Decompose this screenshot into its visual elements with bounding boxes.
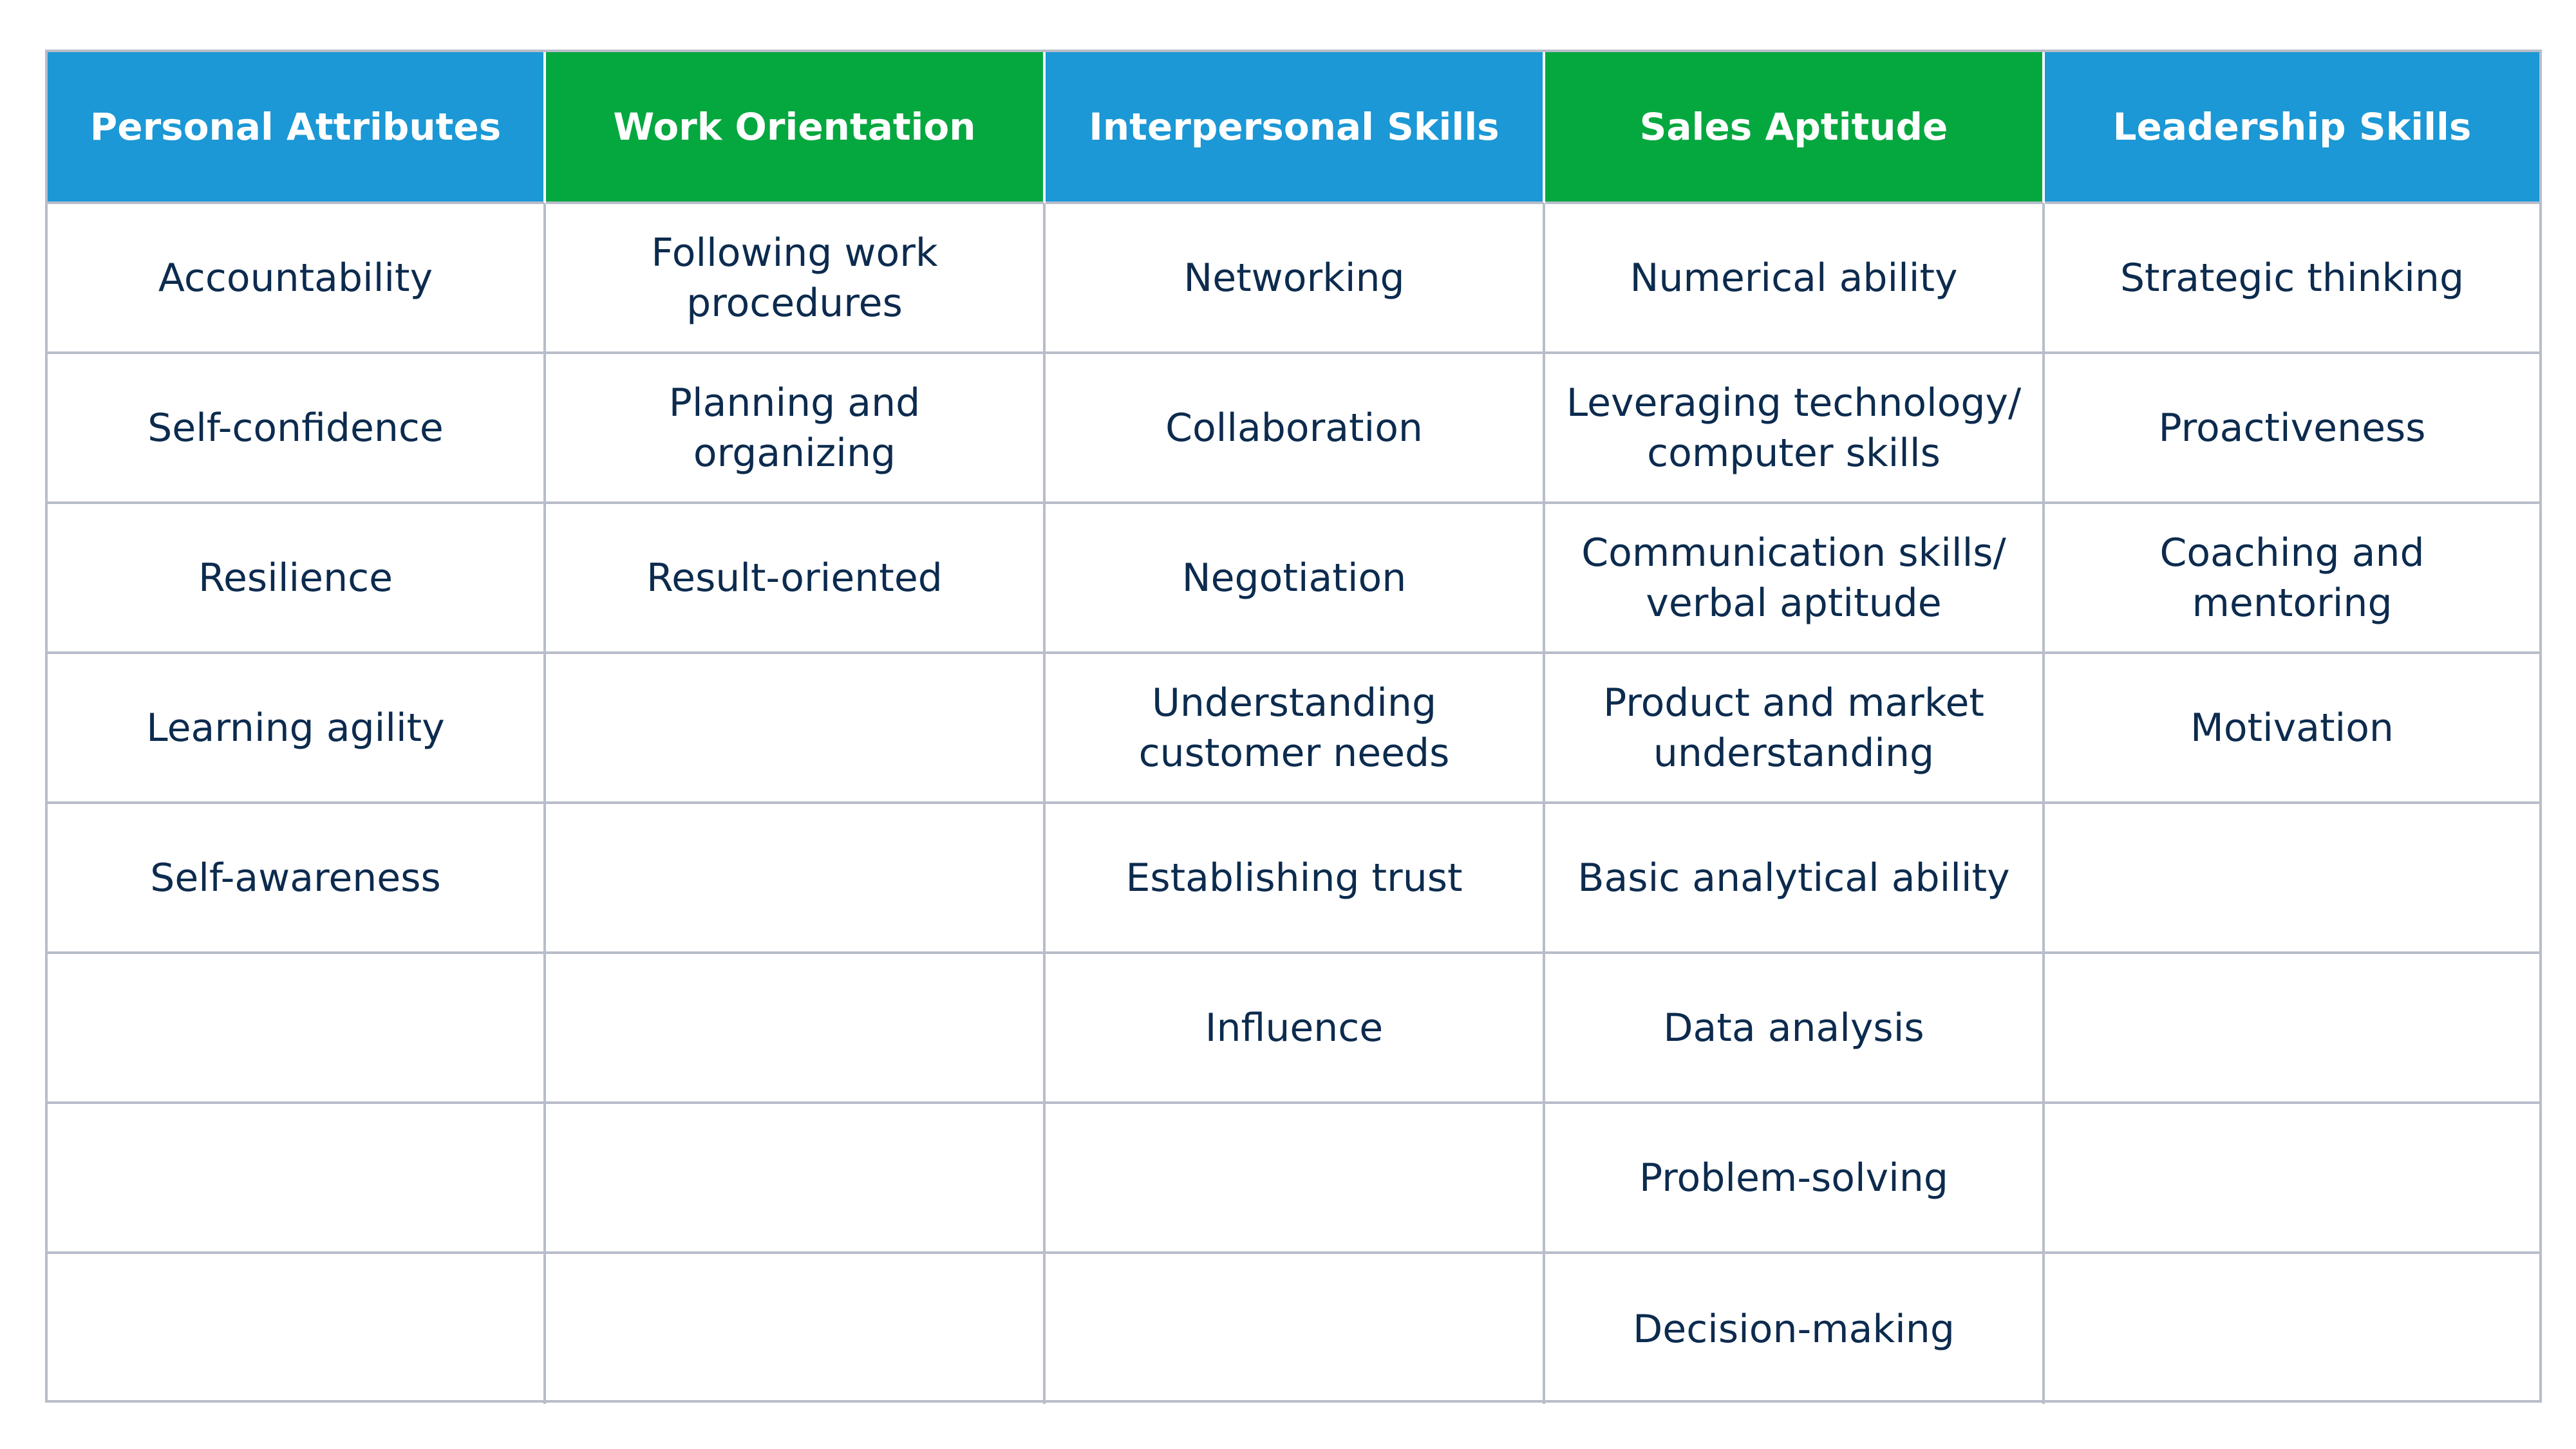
header-work-orientation: Work Orientation (546, 52, 1046, 204)
table-cell: Collaboration (1046, 354, 1545, 504)
table-cell: Negotiation (1046, 504, 1545, 654)
table-cell: Following work procedures (546, 204, 1046, 354)
table-cell (2045, 804, 2539, 954)
table-cell: Decision-making (1545, 1254, 2045, 1404)
table-cell (1046, 1254, 1545, 1404)
header-personal-attributes: Personal Attributes (48, 52, 546, 204)
table-cell: Coaching and mentoring (2045, 504, 2539, 654)
table-cell (546, 804, 1046, 954)
table-cell (2045, 1104, 2539, 1254)
table-cell (546, 954, 1046, 1104)
table-cell: Communication skills/ verbal aptitude (1545, 504, 2045, 654)
header-sales-aptitude: Sales Aptitude (1545, 52, 2045, 204)
table-cell: Accountability (48, 204, 546, 354)
header-leadership-skills: Leadership Skills (2045, 52, 2539, 204)
table-cell: Proactiveness (2045, 354, 2539, 504)
table-cell (2045, 1254, 2539, 1404)
table-cell: Leveraging technology/ computer skills (1545, 354, 2045, 504)
table-cell (1046, 1104, 1545, 1254)
table-cell (48, 1104, 546, 1254)
table-cell (546, 654, 1046, 804)
header-interpersonal-skills: Interpersonal Skills (1046, 52, 1545, 204)
table-cell: Result-oriented (546, 504, 1046, 654)
table-cell (48, 1254, 546, 1404)
table-cell: Motivation (2045, 654, 2539, 804)
table-cell: Resilience (48, 504, 546, 654)
table-cell: Learning agility (48, 654, 546, 804)
table-cell: Product and market understanding (1545, 654, 2045, 804)
table-cell: Problem-solving (1545, 1104, 2045, 1254)
table-cell (48, 954, 546, 1104)
table-cell: Numerical ability (1545, 204, 2045, 354)
table-cell: Understanding customer needs (1046, 654, 1545, 804)
table-cell: Self-confidence (48, 354, 546, 504)
table-cell: Establishing trust (1046, 804, 1545, 954)
competency-table: Personal Attributes Work Orientation Int… (45, 50, 2542, 1404)
table-cell: Self-awareness (48, 804, 546, 954)
table-cell (2045, 954, 2539, 1104)
table-cell: Influence (1046, 954, 1545, 1104)
table-cell (546, 1254, 1046, 1404)
table-cell (546, 1104, 1046, 1254)
table-cell: Planning and organizing (546, 354, 1046, 504)
table-cell: Networking (1046, 204, 1545, 354)
table-cell: Data analysis (1545, 954, 2045, 1104)
table-cell: Basic analytical ability (1545, 804, 2045, 954)
table-cell: Strategic thinking (2045, 204, 2539, 354)
